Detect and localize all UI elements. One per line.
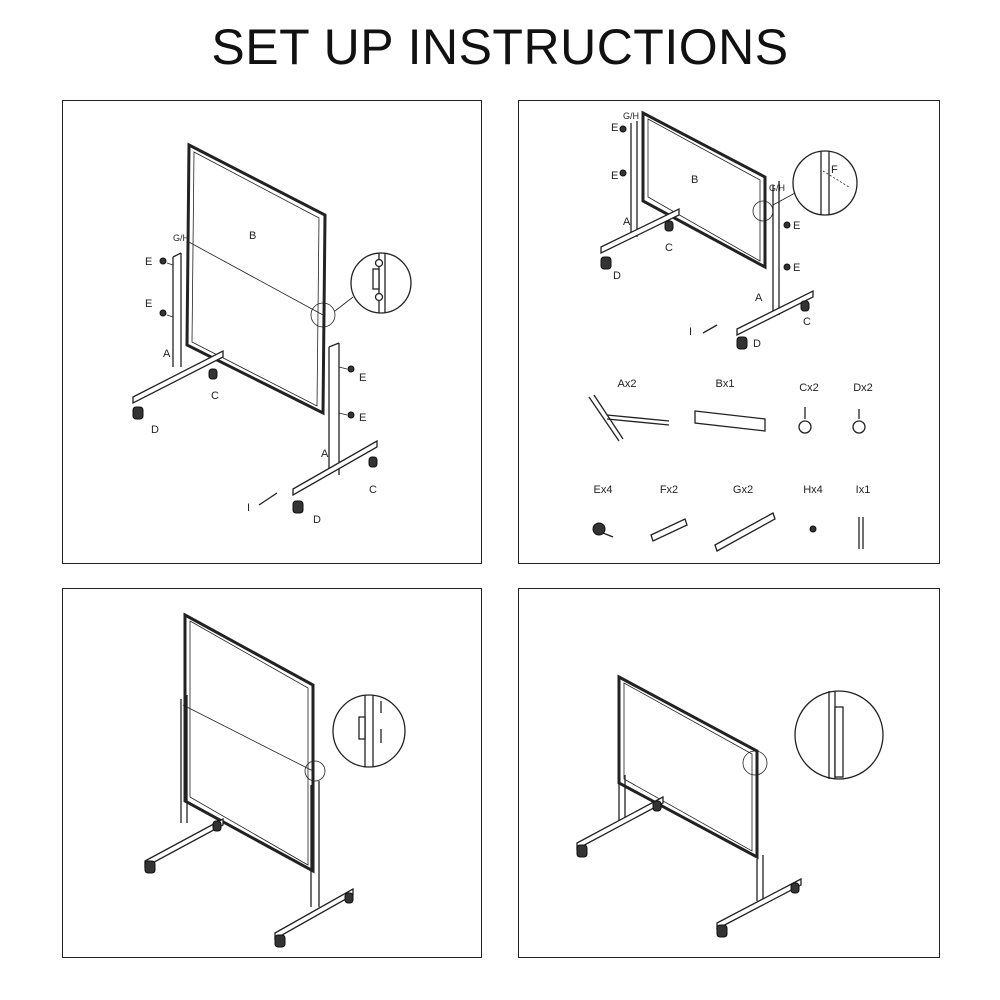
board-part-icon (694, 410, 766, 432)
left-leg-a (600, 121, 680, 270)
page-title: SET UP INSTRUCTIONS (211, 19, 789, 75)
label-d-1: D (151, 424, 159, 436)
label-f: F (831, 164, 838, 176)
part-label-a: Ax2 (618, 378, 637, 390)
label-d-2: D (753, 338, 761, 350)
step-3-illustration (144, 612, 406, 948)
label-d-2: D (313, 514, 321, 526)
label-a-2: A (755, 292, 763, 304)
step-4-panel (518, 588, 940, 958)
label-e-3: E (359, 372, 366, 384)
knobs-e (159, 257, 355, 419)
part-label-d: Dx2 (853, 382, 873, 394)
knobs-e (619, 125, 791, 271)
left-casters (132, 368, 218, 420)
right-leg-a (292, 342, 378, 514)
step-2-panel: G/H E E B G/H E E A A C C D D I F Ax2 Bx… (518, 100, 940, 564)
label-e-4: E (793, 262, 800, 274)
parts-row-1: Ax2 Bx1 Cx2 Dx2 (588, 378, 873, 442)
label-i: I (689, 326, 692, 338)
part-label-e: Ex4 (594, 484, 613, 496)
plate-part-icon (714, 512, 776, 552)
wrench-i (702, 324, 718, 334)
step-3-panel (62, 588, 482, 958)
bracket-part-icon (650, 518, 688, 542)
part-label-g: Gx2 (733, 484, 753, 496)
label-e-4: E (359, 412, 366, 424)
label-e-1: E (611, 122, 618, 134)
label-c-2: C (803, 316, 811, 328)
parts-row-2: Ex4 Fx2 Gx2 Hx4 Ix1 (592, 484, 871, 552)
part-label-c: Cx2 (799, 382, 819, 394)
label-gh: G/H (623, 111, 639, 121)
left-leg-a (132, 252, 224, 405)
label-a-1: A (623, 216, 631, 228)
board-b (185, 142, 327, 416)
label-i: I (247, 502, 250, 514)
label-e-1: E (145, 256, 152, 268)
caster-part-icon (798, 407, 812, 434)
wrench-part-icon (858, 517, 864, 549)
label-a-1: A (163, 348, 171, 360)
wrench-i (258, 492, 278, 506)
detail-circle (742, 690, 884, 780)
detail-circle (752, 150, 858, 222)
pointer-line (182, 704, 314, 772)
label-board: B (249, 230, 256, 242)
label-d-1: D (613, 270, 621, 282)
leg-part-icon (588, 394, 670, 442)
step-1-illustration: B G/H E E E E A A C C D D I (132, 142, 412, 526)
step-1-panel: B G/H E E E E A A C C D D I (62, 100, 482, 564)
label-board: B (691, 174, 698, 186)
label-e-3: E (793, 220, 800, 232)
part-label-i: Ix1 (856, 484, 871, 496)
label-c-1: C (665, 242, 673, 254)
step-2-illustration: G/H E E B G/H E E A A C C D D I F Ax2 Bx… (588, 110, 873, 552)
label-e-2: E (611, 170, 618, 182)
part-label-b: Bx1 (716, 378, 735, 390)
label-gh-2: G/H (769, 183, 785, 193)
pointer-line (186, 240, 324, 316)
part-label-f: Fx2 (660, 484, 678, 496)
label-c-2: C (369, 484, 377, 496)
detail-circle (304, 694, 406, 782)
label-e-2: E (145, 298, 152, 310)
knob-part-icon (592, 522, 614, 538)
screw-part-icon (809, 525, 817, 533)
label-c-1: C (211, 390, 219, 402)
legs (576, 775, 802, 938)
step-4-illustration (576, 674, 884, 938)
board-b (641, 110, 767, 270)
label-gh: G/H (173, 233, 189, 243)
board-b (183, 612, 315, 874)
locking-caster-part-icon (852, 409, 866, 434)
right-leg-a (736, 181, 814, 350)
part-label-h: Hx4 (803, 484, 823, 496)
legs (144, 695, 354, 948)
board-b (617, 674, 759, 860)
detail-circle (310, 252, 412, 328)
label-a-2: A (321, 448, 329, 460)
